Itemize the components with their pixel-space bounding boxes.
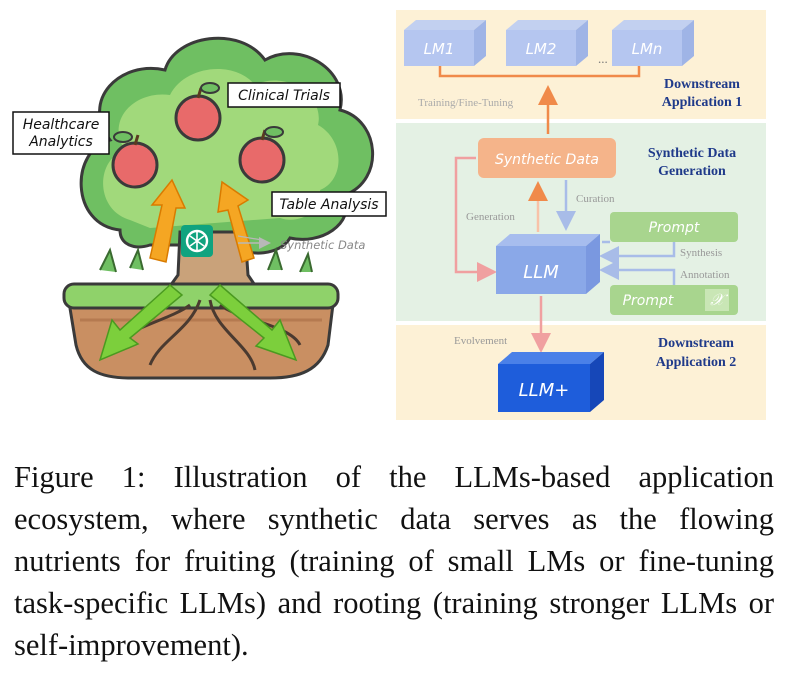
synthesis-label: Synthesis: [680, 247, 722, 259]
figure-illustration: Healthcare Analytics Clinical Trials Tab…: [12, 10, 766, 420]
downstream1-line2: Application 1: [662, 95, 743, 110]
label-healthcare-line1: Healthcare: [23, 117, 100, 133]
apple-icon: [174, 82, 222, 142]
model-label-lm1: LM1: [424, 40, 455, 58]
synthetic-data-box-label: Synthetic Data: [495, 152, 599, 168]
downstream2-line1: Downstream: [658, 336, 734, 351]
training-label: Training/Fine-Tuning: [418, 97, 514, 109]
sdg-title-line1: Synthetic Data: [648, 146, 736, 161]
label-table-text: Table Analysis: [279, 197, 378, 213]
model-box-lm2: LM2: [506, 20, 588, 66]
model-label-lm2: LM2: [526, 40, 557, 58]
prompt-box-2: Prompt 𝒳: [610, 285, 738, 315]
apple-icon: [238, 126, 286, 184]
tree-planter: [62, 246, 340, 380]
down-arrow-icon: [208, 283, 298, 362]
label-synthetic-data: Synthetic Data: [280, 238, 365, 252]
generation-label: Generation: [466, 211, 515, 223]
model-box-lmn: LMn: [612, 20, 694, 66]
llm-box-label: LLM: [523, 262, 559, 283]
down-arrow-icon: [98, 284, 184, 362]
x-math-icon: [705, 289, 729, 311]
label-healthcare-analytics: Healthcare Analytics: [12, 111, 110, 155]
up-arrow-icon: [149, 178, 187, 263]
prompt2-label: Prompt: [623, 293, 674, 309]
label-clinical-text: Clinical Trials: [238, 88, 330, 104]
model-box-lm1: LM1: [404, 20, 486, 66]
downstream1-line1: Downstream: [664, 77, 740, 92]
model-ellipsis: ...: [598, 51, 608, 66]
label-clinical-trials: Clinical Trials: [227, 82, 341, 108]
pipeline-diagram: LM1 LM2 ... LMn Training/Fine-Tuning Dow…: [396, 10, 766, 420]
llm-plus-box: LLM+: [498, 352, 604, 412]
apple-icon: [111, 131, 159, 189]
curation-label: Curation: [576, 193, 615, 205]
model-label-lmn: LMn: [632, 40, 663, 58]
figure-caption: Figure 1: Illustration of the LLMs-based…: [14, 460, 774, 662]
evolvement-label: Evolvement: [454, 335, 507, 347]
llm-box: LLM: [496, 234, 600, 294]
label-healthcare-line2: Analytics: [28, 134, 93, 150]
annotation-label: Annotation: [680, 269, 730, 281]
sdg-title-line2: Generation: [658, 164, 726, 179]
label-table-analysis: Table Analysis: [271, 191, 387, 217]
prompt-box-1: Prompt: [610, 212, 738, 242]
synthetic-data-box: Synthetic Data: [478, 138, 616, 178]
prompt1-label: Prompt: [649, 220, 700, 236]
chatgpt-logo-icon: [181, 225, 213, 257]
llm-plus-label: LLM+: [519, 380, 570, 401]
downstream2-line2: Application 2: [656, 355, 737, 370]
up-arrow-icon: [217, 180, 255, 263]
